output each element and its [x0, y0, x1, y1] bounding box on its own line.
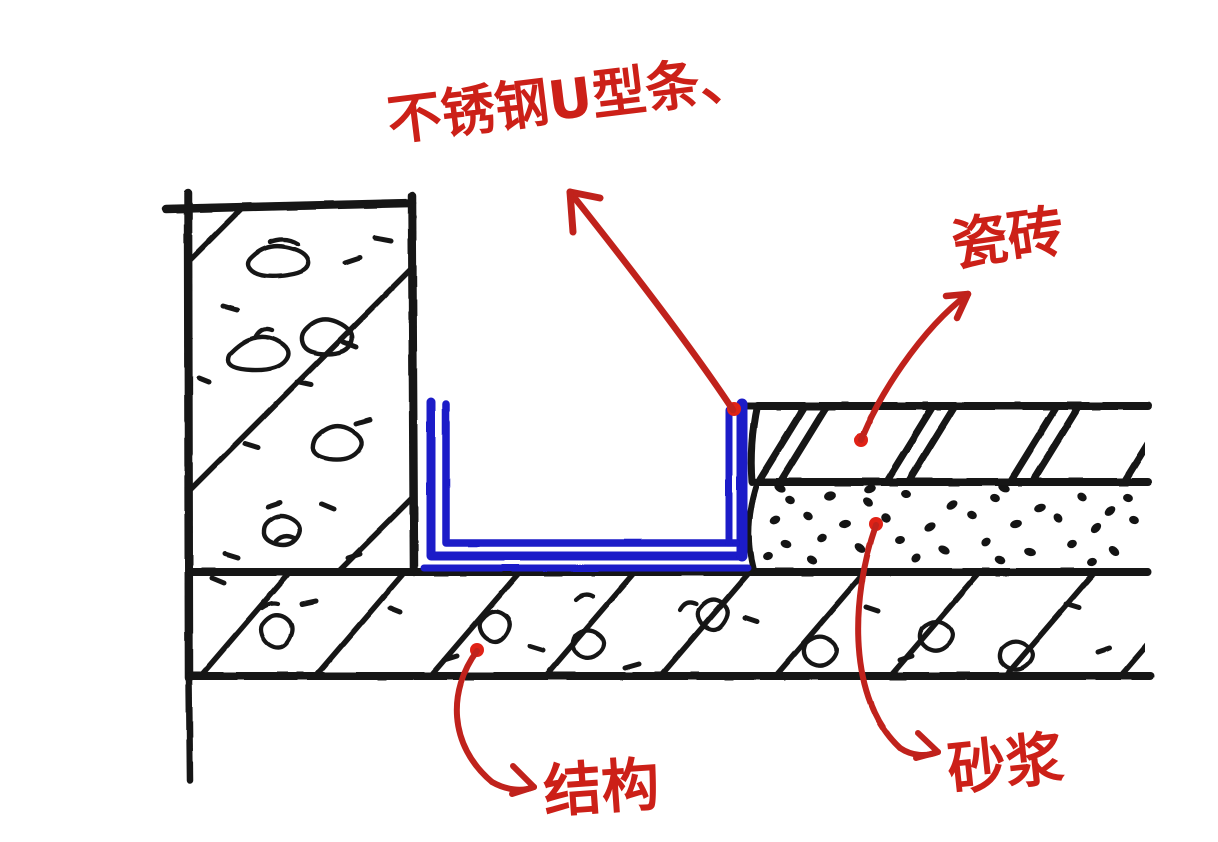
mortar-layer	[745, 481, 1139, 571]
tile-layer	[740, 402, 1152, 486]
mortar-edge-curve	[745, 481, 760, 571]
arrow-structure	[453, 643, 537, 797]
annotation-arrows	[453, 188, 972, 797]
arrow-mortar	[855, 517, 941, 761]
wall-outline	[161, 188, 419, 683]
u-channel-outer-stroke	[426, 397, 746, 561]
wall-extension-line	[185, 674, 194, 784]
label-mortar: 砂浆	[944, 724, 1066, 804]
label-u-channel: 不锈钢U型条、	[384, 46, 757, 153]
tile-outline	[753, 402, 1152, 486]
label-structure: 结构	[541, 750, 661, 826]
wall-hatch	[187, 207, 411, 570]
arrow-u-channel	[566, 188, 741, 416]
floor-slab-assembly	[186, 568, 1154, 680]
arrow-tile	[854, 290, 972, 447]
u-channel-inner-stroke	[442, 400, 740, 547]
tile-hatch	[757, 407, 1145, 482]
stainless-steel-u-channel	[420, 397, 752, 572]
label-tile: 瓷砖	[948, 199, 1068, 279]
slab-hatch	[188, 573, 1145, 676]
wall-assembly	[161, 188, 419, 784]
mortar-stipple	[763, 485, 1139, 567]
slab-outline	[186, 568, 1154, 680]
